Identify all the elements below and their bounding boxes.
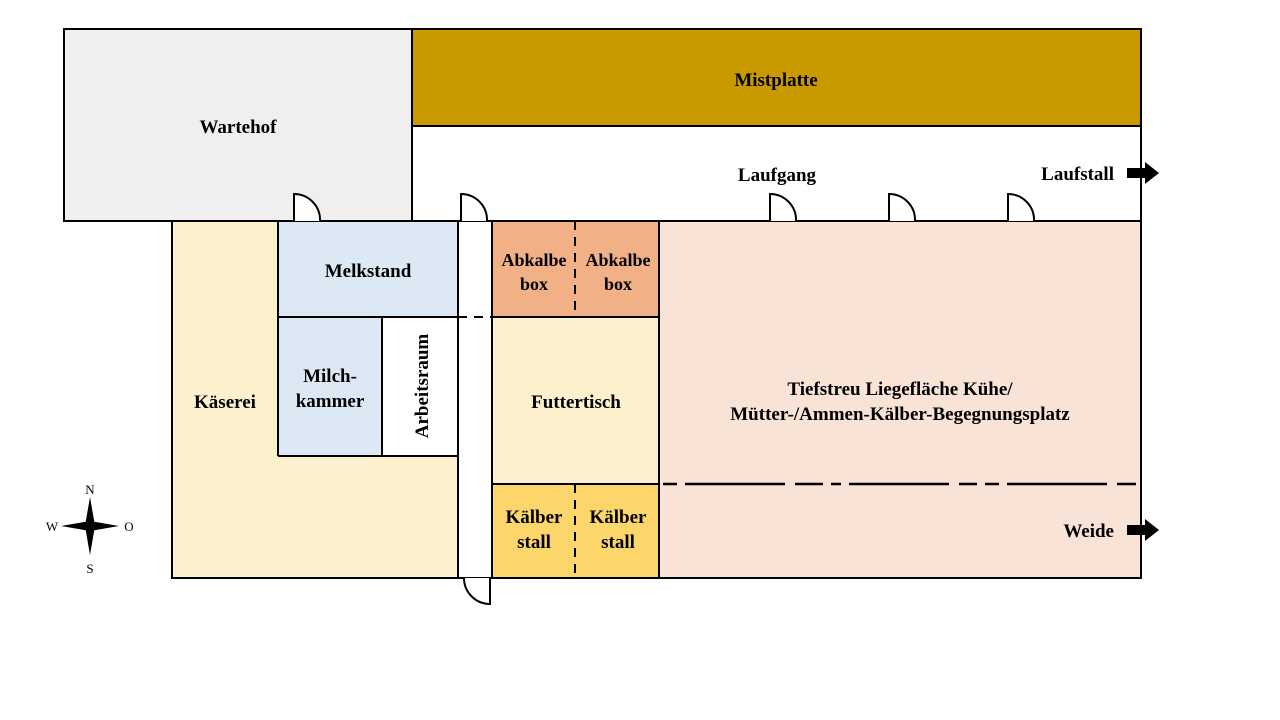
walls: [63, 28, 1142, 579]
label-kaelberstall-b-1: Kälber: [590, 507, 648, 528]
label-milchkammer-2: kammer: [296, 391, 365, 412]
doors: [293, 192, 1036, 606]
room-wartehof: [64, 29, 412, 221]
door-corridor-north[interactable]: [460, 192, 489, 222]
arrow-weide-icon: [1127, 519, 1159, 541]
room-milchkammer: [278, 317, 382, 456]
label-laufgang: Laufgang: [738, 165, 817, 186]
corridor: [458, 221, 492, 578]
room-kaelberstall: [492, 484, 659, 578]
compass-north: N: [85, 482, 95, 497]
label-kaeserei: Käserei: [194, 392, 256, 413]
label-liegeflaeche-2: Mütter-/Ammen-Kälber-Begegnungsplatz: [730, 404, 1070, 425]
label-melkstand: Melkstand: [325, 261, 412, 282]
label-wartehof: Wartehof: [199, 117, 277, 138]
room-futtertisch: [492, 317, 659, 484]
door-laufgang-1[interactable]: [769, 192, 798, 222]
dashed-partitions: [411, 126, 576, 578]
label-liegeflaeche-1: Tiefstreu Liegefläche Kühe/: [787, 379, 1013, 400]
door-laufgang-2[interactable]: [888, 192, 917, 222]
compass-south: S: [86, 561, 93, 576]
room-arbeitsraum: [382, 317, 458, 456]
label-kaelberstall-a-1: Kälber: [506, 507, 564, 528]
door-wartehof[interactable]: [293, 192, 322, 222]
label-abkalbebox-a-1: Abkalbe: [501, 250, 566, 270]
door-corridor-south[interactable]: [463, 577, 491, 606]
door-laufgang-3[interactable]: [1007, 192, 1036, 222]
room-melkstand: [278, 221, 458, 317]
label-abkalbebox-b-2: box: [604, 274, 632, 294]
label-laufstall: Laufstall: [1041, 164, 1114, 185]
arrow-laufstall-icon: [1127, 162, 1159, 184]
label-mistplatte: Mistplatte: [734, 70, 817, 91]
label-futtertisch: Futtertisch: [531, 392, 621, 413]
compass-icon: N S W O: [46, 482, 134, 576]
compass-east: O: [124, 519, 133, 534]
label-weide: Weide: [1063, 521, 1114, 542]
room-mistplatte: [412, 29, 1141, 126]
label-arbeitsraum: Arbeitsraum: [412, 334, 433, 439]
label-kaelberstall-b-2: stall: [601, 532, 635, 553]
label-abkalbebox-b-1: Abkalbe: [585, 250, 650, 270]
label-abkalbebox-a-2: box: [520, 274, 548, 294]
label-milchkammer-1: Milch-: [303, 366, 357, 387]
compass-west: W: [46, 519, 59, 534]
room-liegeflaeche: [659, 221, 1141, 578]
label-kaelberstall-a-2: stall: [517, 532, 551, 553]
